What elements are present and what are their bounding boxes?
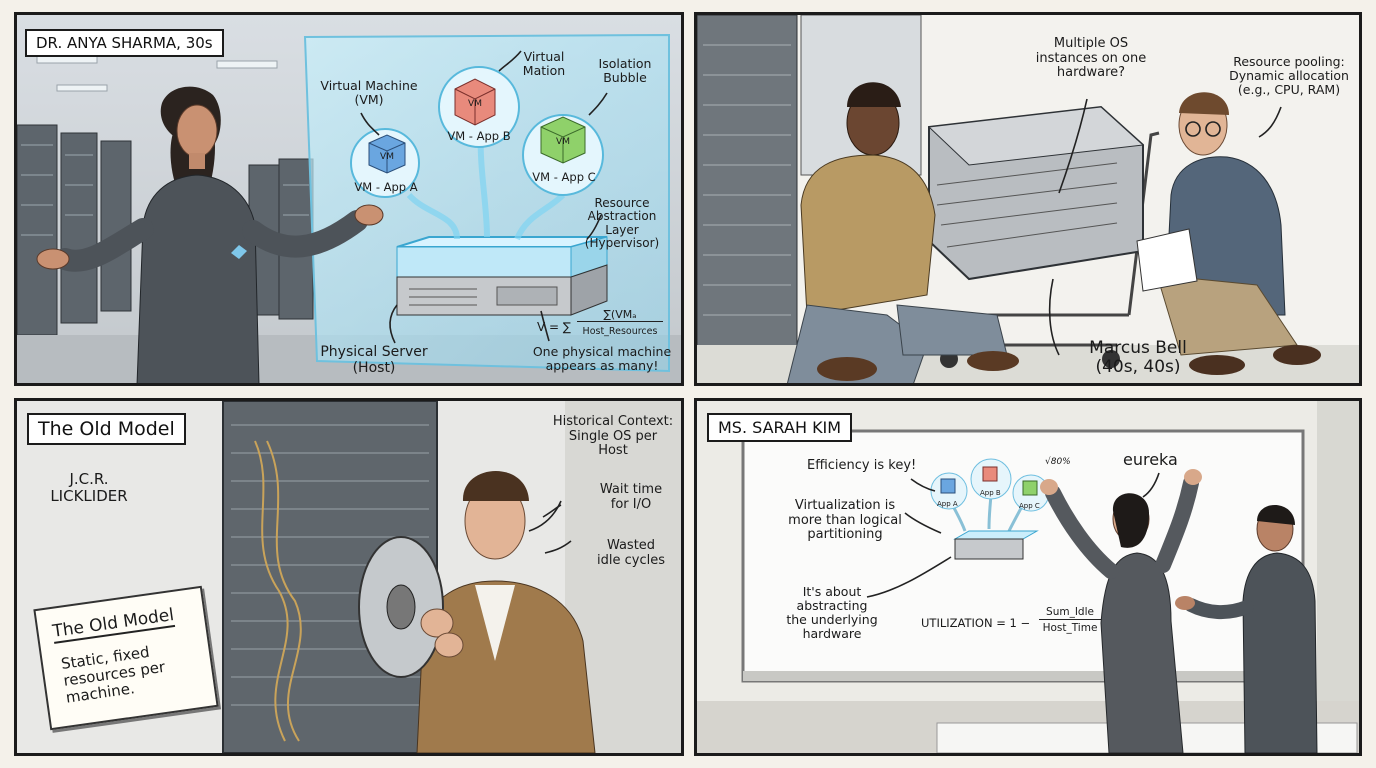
label-virtualization: Virtualization is more than logical part…	[788, 498, 902, 543]
cube-c-label: VM	[556, 137, 570, 147]
caption-anya-sharma: DR. ANYA SHARMA, 30s	[25, 29, 224, 57]
label-licklider: J.C.R. LICKLIDER	[50, 470, 128, 505]
formula-denominator: Host_Resources	[582, 326, 658, 337]
cube-b-icon	[454, 78, 496, 126]
panel4-illustration	[697, 401, 1359, 753]
label-vm-app-b: VM - App B	[447, 129, 511, 143]
label-physical-server: Physical Server (Host)	[320, 344, 428, 376]
panel-old-model: The Old Model J.C.R. LICKLIDER Historica…	[14, 398, 684, 756]
scribble-mark: √80%	[1045, 457, 1071, 467]
label-marcus-bell: Marcus Bell (40s, 40s)	[1089, 338, 1187, 378]
old-model-note: The Old Model Static, fixed resources pe…	[33, 585, 219, 731]
label-virtual-mation: Virtual Mation	[522, 49, 566, 78]
label-vm-app-c: VM - App C	[532, 170, 596, 184]
panel-sarah-kim: MS. SARAH KIM Efficiency is key! eureka …	[694, 398, 1362, 756]
label-isolation-bubble: Isolation Bubble	[598, 56, 652, 85]
caption-sarah-kim: MS. SARAH KIM	[707, 413, 853, 442]
note-body: Static, fixed resources per machine.	[59, 642, 167, 707]
panel-marcus-bell: Multiple OS instances on one hardware? R…	[694, 12, 1362, 386]
label-eureka: eureka	[1123, 450, 1178, 469]
formula-utilization: UTILIZATION = 1 −	[921, 616, 1031, 630]
panel2-illustration	[697, 15, 1359, 383]
formula-host-time: Host_Time	[1042, 622, 1098, 634]
label-wait-time: Wait time for I/O	[599, 482, 663, 512]
tape-reel-icon	[358, 536, 444, 678]
cube-b-label: VM	[468, 99, 482, 109]
panel-anya-sharma: DR. ANYA SHARMA, 30s Virtual Machine (VM…	[14, 12, 684, 386]
label-vm-app-a: VM - App A	[354, 180, 418, 194]
label-historical-context: Historical Context: Single OS per Host	[552, 414, 674, 459]
app-b-label: App B	[980, 489, 1001, 497]
label-multiple-os: Multiple OS instances on one hardware?	[1035, 36, 1147, 81]
label-wasted-cycles: Wasted idle cycles	[597, 538, 665, 568]
cube-a-label: VM	[380, 152, 394, 162]
formula-sum-idle: Sum_Idle	[1039, 606, 1101, 620]
label-abstracting: It's about abstracting the underlying ha…	[786, 584, 878, 641]
label-efficiency: Efficiency is key!	[807, 458, 917, 473]
caption-old-model: The Old Model	[27, 413, 186, 445]
panel1-illustration	[17, 15, 681, 383]
label-resource-pooling: Resource pooling: Dynamic allocation (e.…	[1229, 54, 1349, 97]
note-title: The Old Model	[51, 605, 176, 644]
label-one-machine: One physical machine appears as many!	[532, 344, 672, 373]
label-hypervisor: Resource Abstraction Layer (Hypervisor)	[584, 196, 660, 251]
app-c-label: App C	[1019, 502, 1040, 510]
app-a-label: App A	[937, 500, 958, 508]
cube-a-icon	[368, 134, 406, 174]
formula-lhs: V = ∑	[537, 320, 571, 334]
cube-c-icon	[540, 116, 586, 164]
label-virtual-machine: Virtual Machine (VM)	[320, 78, 418, 107]
panel3-illustration	[17, 401, 681, 753]
formula-numerator: ∑(VMₐ	[577, 308, 663, 323]
